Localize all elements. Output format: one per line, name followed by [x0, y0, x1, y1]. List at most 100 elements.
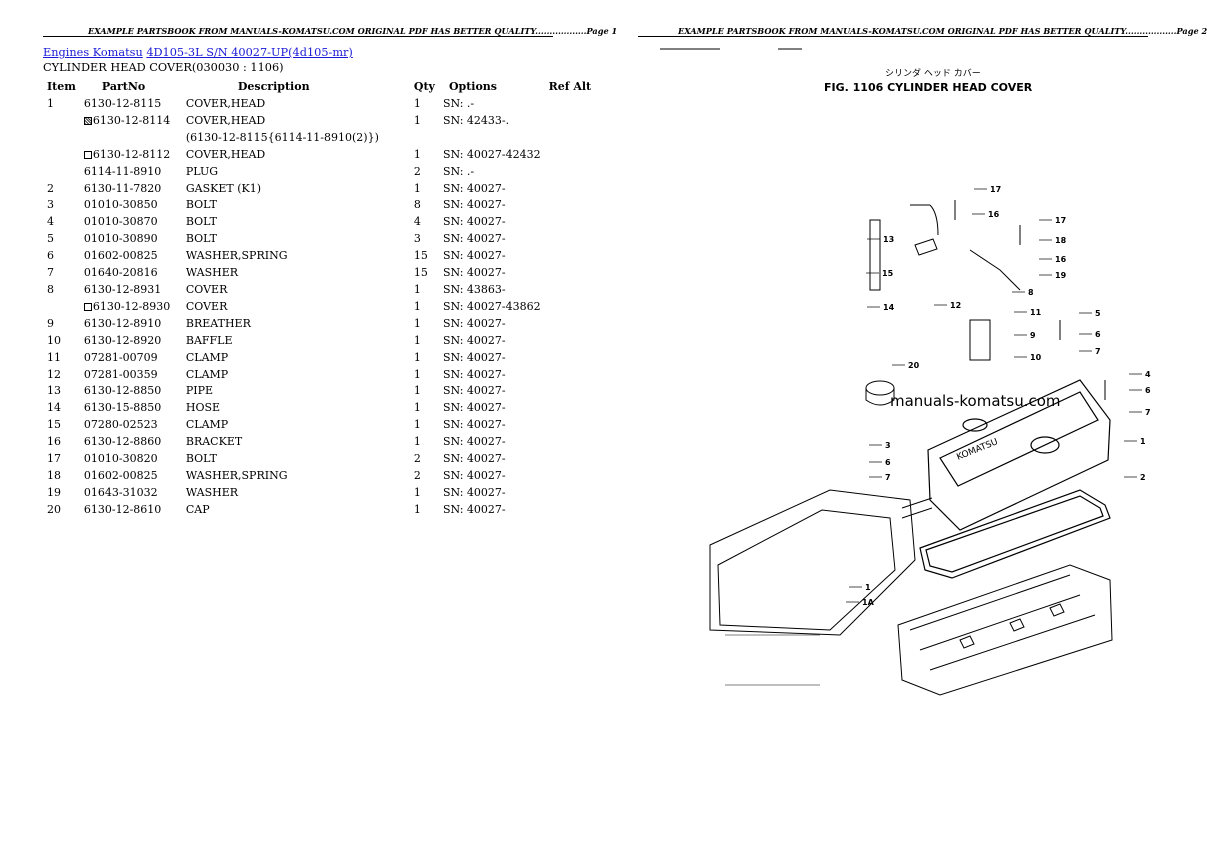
- cell-description: BRACKET: [182, 434, 410, 451]
- callout-label: 6: [1145, 386, 1151, 395]
- cell-quantity: 1: [410, 282, 439, 299]
- item-number-text: 20: [47, 502, 61, 516]
- options-text: SN: 40027-: [442, 316, 506, 330]
- cell-quantity: 1: [410, 316, 439, 333]
- options-text: SN: .-: [442, 164, 475, 178]
- cell-item-number: 8: [43, 282, 80, 299]
- callout-label: 2: [1140, 473, 1146, 482]
- part-number-text: 6130-12-8931: [83, 282, 162, 296]
- cell-description: PIPE: [182, 383, 410, 400]
- cell-item-number: [43, 164, 80, 181]
- cell-ref-alt: [545, 147, 603, 164]
- cell-part-number: 01643-31032: [80, 485, 182, 502]
- quantity-text: 1: [413, 418, 421, 432]
- cell-description: CLAMP: [182, 367, 410, 384]
- cell-item-number: 13: [43, 383, 80, 400]
- callout-label: 7: [885, 473, 891, 482]
- breadcrumb-link-model[interactable]: 4D105-3L S/N 40027-UP(4d105-mr): [146, 46, 353, 59]
- description-text: (6130-12-8115{6114-11-8910(2)}): [185, 130, 379, 144]
- part-number-text: 07280-02523: [83, 418, 158, 432]
- callout-label: 1: [865, 583, 871, 592]
- description-text: WASHER: [185, 266, 239, 280]
- quantity-text: 2: [413, 452, 421, 466]
- part-number-text: 6130-12-8860: [83, 435, 162, 449]
- cell-part-number: 6130-12-8112: [80, 147, 182, 164]
- item-number-text: 12: [47, 367, 61, 381]
- empty-square-icon: [83, 150, 92, 159]
- cell-quantity: 1: [410, 333, 439, 350]
- cell-options: SN: .-: [439, 164, 545, 181]
- cell-part-number: 6130-11-7820: [80, 181, 182, 198]
- table-header-row: Item PartNo Description Qty Options Ref …: [43, 77, 603, 96]
- cell-description: HOSE: [182, 400, 410, 417]
- part-number-text: 6130-12-8910: [83, 316, 162, 330]
- filled-square-icon: [83, 116, 92, 125]
- callout-label: 17: [990, 185, 1001, 194]
- inset-head-cover-drawing: [709, 489, 933, 636]
- cell-part-number: 07281-00359: [80, 367, 182, 384]
- options-text: SN: 40027-42432: [442, 147, 541, 161]
- description-text: CLAMP: [185, 418, 229, 432]
- part-number-text: 6130-12-8115: [83, 97, 162, 110]
- options-text: SN: 40027-: [442, 215, 506, 229]
- callout-label: 15: [882, 269, 894, 278]
- cell-part-number: 01640-20816: [80, 265, 182, 282]
- item-number-text: 7: [47, 266, 54, 280]
- cell-quantity: 1: [410, 417, 439, 434]
- page-header-right: EXAMPLE PARTSBOOK FROM MANUALS-KOMATSU.C…: [678, 26, 1207, 36]
- quantity-text: 2: [413, 164, 421, 178]
- cell-quantity: 1: [410, 502, 439, 519]
- header-rule-right: [638, 36, 1148, 37]
- cell-ref-alt: [545, 333, 603, 350]
- cell-ref-alt: [545, 299, 603, 316]
- cell-ref-alt: [545, 383, 603, 400]
- cell-ref-alt: [545, 231, 603, 248]
- callout-label: 8: [1028, 288, 1034, 297]
- breadcrumb-link-engines[interactable]: Engines Komatsu: [43, 46, 143, 59]
- cell-ref-alt: [545, 350, 603, 367]
- description-text: BAFFLE: [185, 333, 233, 347]
- callout-label: 13: [883, 235, 894, 244]
- column-header-item: Item: [47, 79, 76, 93]
- quantity-text: 1: [413, 435, 421, 449]
- cell-options: SN: 40027-: [439, 400, 545, 417]
- cell-item-number: [43, 147, 80, 164]
- cell-options: SN: 40027-: [439, 434, 545, 451]
- quantity-text: 1: [413, 97, 421, 110]
- cell-ref-alt: [545, 181, 603, 198]
- callout-label: 7: [1145, 408, 1151, 417]
- description-text: PLUG: [185, 164, 219, 178]
- cell-description: BOLT: [182, 214, 410, 231]
- callout-label: 16: [988, 210, 1000, 219]
- quantity-text: 2: [413, 468, 421, 482]
- part-number-text: 6114-11-8910: [83, 164, 162, 178]
- description-text: WASHER: [185, 485, 239, 499]
- parts-table: Item PartNo Description Qty Options Ref …: [43, 77, 603, 519]
- callout-label: 6: [885, 458, 891, 467]
- part-number-text: 01602-00825: [83, 468, 158, 482]
- cell-options: SN: 40027-: [439, 485, 545, 502]
- cell-quantity: 1: [410, 181, 439, 198]
- cell-options: SN: 40027-: [439, 350, 545, 367]
- cell-part-number: 6130-12-8850: [80, 383, 182, 400]
- cell-part-number: 01010-30870: [80, 214, 182, 231]
- quantity-text: 15: [413, 249, 428, 263]
- cell-options: SN: 40027-: [439, 197, 545, 214]
- part-number-text: 07281-00709: [83, 350, 158, 364]
- callout-label: 10: [1030, 353, 1042, 362]
- callout-label: 14: [883, 303, 895, 312]
- quantity-text: 1: [413, 401, 421, 415]
- cell-item-number: [43, 299, 80, 316]
- gasket-drawing: [919, 489, 1111, 579]
- part-number-text: 6130-12-8850: [83, 384, 162, 398]
- callout-label: 4: [1145, 370, 1151, 379]
- cell-part-number: 07281-00709: [80, 350, 182, 367]
- cell-options: SN: 40027-: [439, 383, 545, 400]
- cell-options: SN: 40027-: [439, 502, 545, 519]
